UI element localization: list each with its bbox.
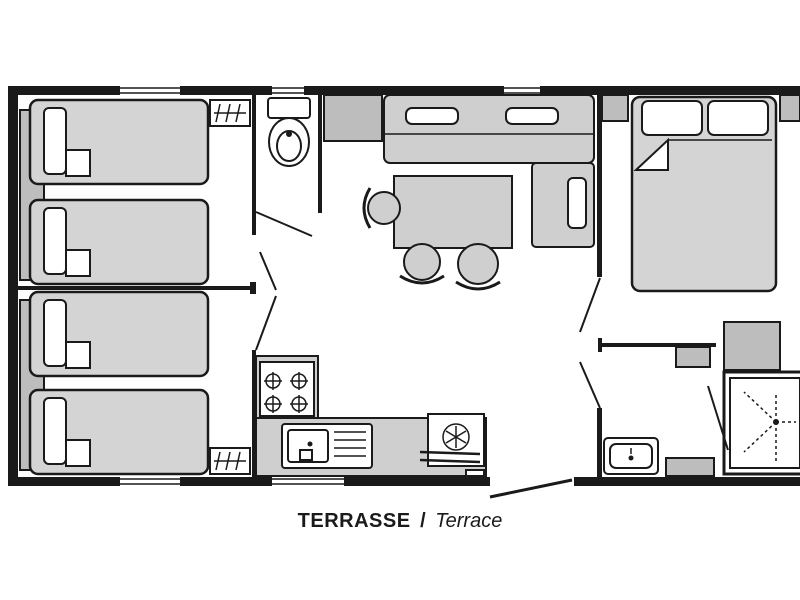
wardrobe xyxy=(209,447,251,475)
outer-walls xyxy=(8,86,800,499)
cooktop xyxy=(259,361,315,417)
bathroom xyxy=(598,321,800,477)
wardrobe xyxy=(209,99,251,127)
washbasin xyxy=(603,437,659,475)
kitchen-sink xyxy=(281,423,373,469)
shower xyxy=(722,370,800,476)
single-bed xyxy=(28,198,210,286)
living-dining xyxy=(323,94,595,291)
master-bedroom xyxy=(601,94,800,293)
single-bed xyxy=(28,290,210,378)
left-bedrooms xyxy=(18,95,313,477)
single-bed xyxy=(28,388,210,476)
right-partition xyxy=(579,95,602,477)
wc xyxy=(267,95,322,213)
single-bed xyxy=(28,98,210,186)
terrace-label-en: Terrace xyxy=(435,510,503,532)
terrace-label-fr: TERRASSE xyxy=(297,510,411,532)
double-bed xyxy=(630,95,778,293)
fridge xyxy=(419,413,485,477)
terrace-caption: TERRASSE / Terrace xyxy=(0,510,800,533)
caption-separator: / xyxy=(420,510,426,532)
kitchen xyxy=(255,355,487,477)
